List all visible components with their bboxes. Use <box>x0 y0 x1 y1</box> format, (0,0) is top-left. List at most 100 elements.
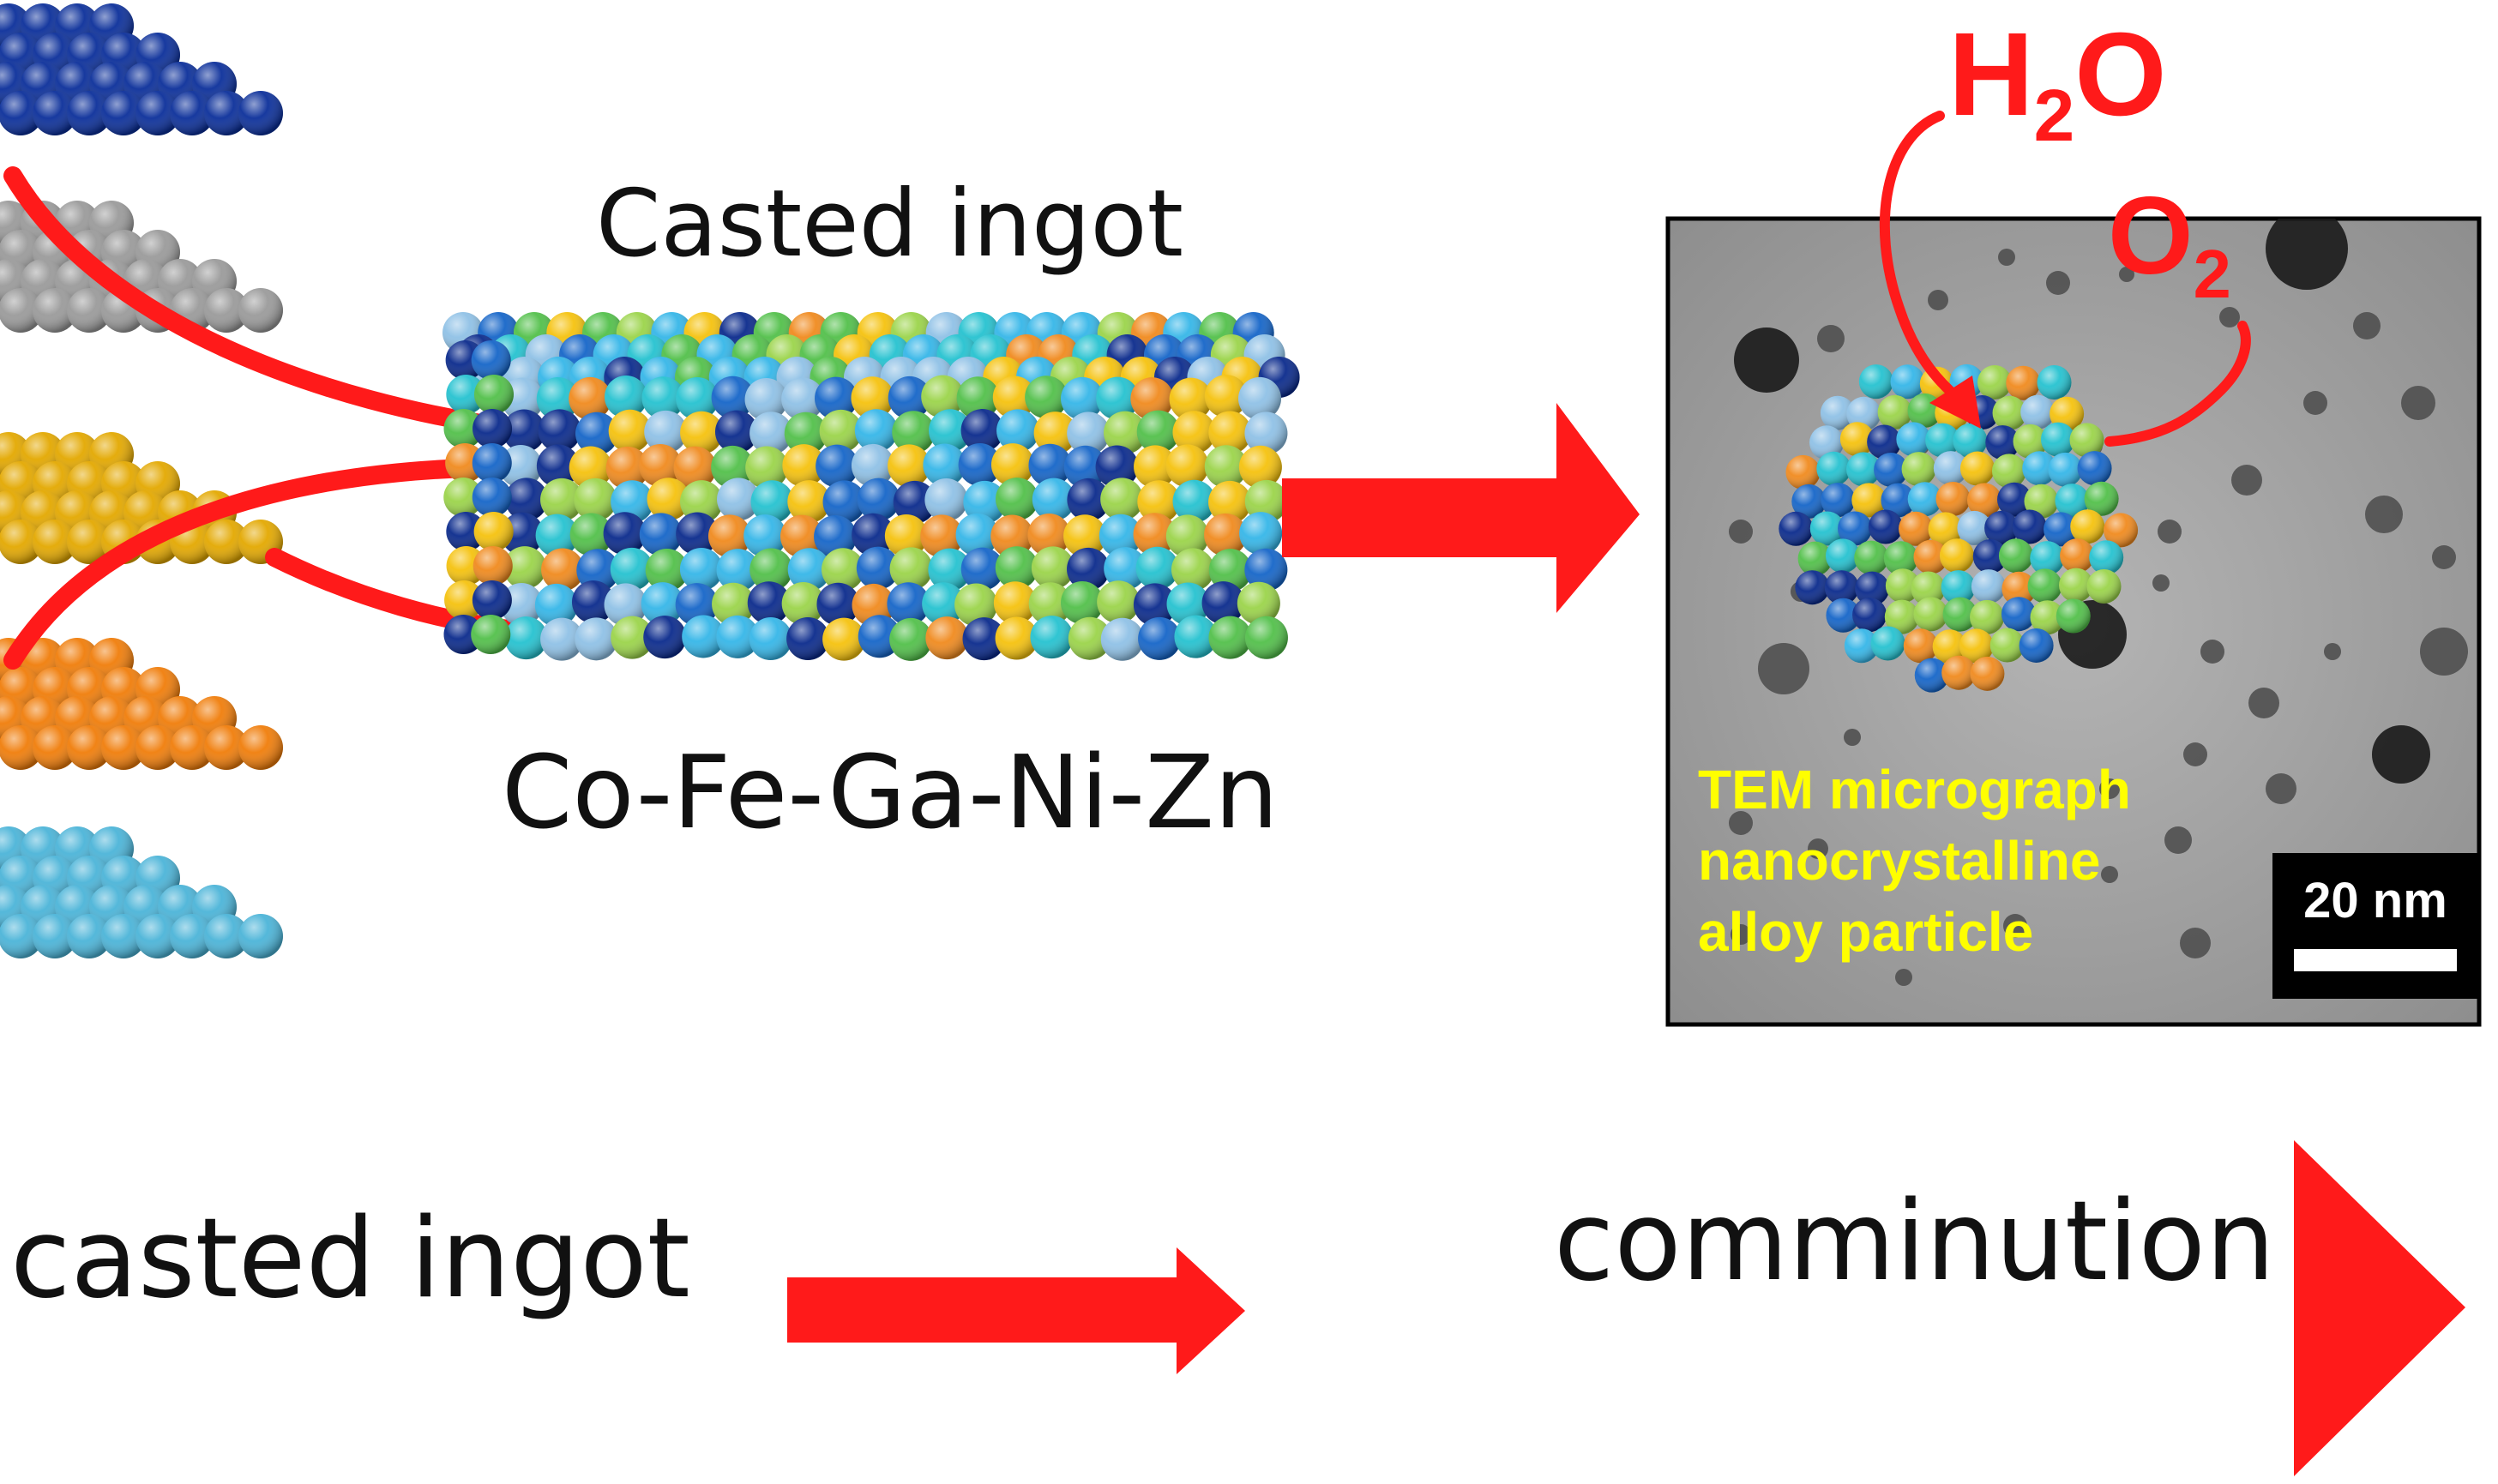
atom-shading <box>2030 600 2065 635</box>
atom-shading <box>2019 628 2054 663</box>
atom-shading <box>716 615 760 658</box>
atom-shading <box>750 480 794 524</box>
atom-shading <box>1932 629 1967 664</box>
atom-shading <box>1100 617 1144 661</box>
atom-shading <box>1201 581 1245 625</box>
tem-precipitate <box>2119 267 2134 282</box>
atom-shading <box>2089 540 2124 575</box>
tem-caption-line: TEM micrograph <box>1698 759 2131 820</box>
atom-shading <box>1901 452 1936 487</box>
o2-label: O2 <box>2108 175 2231 312</box>
atom-shading <box>67 288 111 333</box>
atom-shading <box>500 582 544 626</box>
atom-shading <box>1877 394 1912 430</box>
atom-shading <box>1890 364 1925 400</box>
atom-shading <box>443 478 484 517</box>
atom-shading <box>1096 376 1140 420</box>
tem-precipitate <box>1758 643 1809 694</box>
atom-shading <box>1970 599 2005 634</box>
atom-shading <box>749 548 793 592</box>
atom-shading <box>1239 512 1283 556</box>
atom-shading <box>541 548 585 592</box>
atom-shading <box>569 446 612 490</box>
alloy-formula: Co-Fe-Ga-Ni-Zn <box>502 733 1279 851</box>
atom-shading <box>645 549 689 592</box>
bottom-arrow-comminution <box>2294 1140 2465 1476</box>
atom-shading <box>67 91 111 135</box>
atom-shading <box>0 520 43 564</box>
atom-shading <box>2027 568 2062 604</box>
tem-precipitate <box>2219 307 2240 327</box>
tem-caption-line: alloy particle <box>1698 901 2034 964</box>
atom-shading <box>851 443 894 487</box>
tem-precipitate <box>2266 773 2296 804</box>
reaction-arrows <box>1879 111 2251 447</box>
atom-shading <box>711 376 755 419</box>
atom-shading <box>787 548 831 592</box>
atom-shading <box>473 409 513 448</box>
atom-shading <box>641 376 685 420</box>
atom-shading <box>960 547 1004 591</box>
atom-shading <box>1063 514 1107 558</box>
atom-shading <box>101 725 146 770</box>
atom-shading <box>995 546 1038 590</box>
atom-shading <box>857 478 900 521</box>
atom-shading <box>1033 412 1077 455</box>
atom-shading <box>928 409 972 453</box>
atom-shading <box>889 547 933 591</box>
atom-shading <box>575 412 619 455</box>
atom-shading <box>2040 422 2075 457</box>
atom-shading <box>712 582 755 626</box>
atom-shading <box>928 548 972 592</box>
atom-shading <box>238 91 283 135</box>
atom-shading <box>1970 656 2005 691</box>
atom-shading <box>1966 483 2001 518</box>
tem-precipitate <box>2248 688 2279 718</box>
atom-shading <box>135 91 180 135</box>
atom-shading <box>1972 539 2007 574</box>
atom-shading <box>675 583 719 627</box>
atom-shading <box>1826 598 1861 633</box>
tem-precipitate <box>2372 725 2430 784</box>
atom-shading <box>1941 570 1976 605</box>
atom-shading <box>1030 616 1074 659</box>
atom-shading <box>958 443 1002 487</box>
element-stack <box>0 3 283 135</box>
atom-shading <box>0 725 43 770</box>
atom-shading <box>443 615 484 654</box>
atom-shading <box>1174 615 1218 658</box>
atom-shading <box>1868 509 1903 544</box>
atom-shading <box>1925 423 1960 458</box>
tem-precipitate <box>2432 545 2456 569</box>
scale-bar-label: 20 nm <box>2303 873 2447 928</box>
atom-shading <box>503 409 546 453</box>
atom-shading <box>67 725 111 770</box>
atom-shading <box>1133 513 1177 556</box>
atom-shading <box>1998 538 2033 574</box>
atom-shading <box>1957 510 1992 545</box>
tem-precipitate <box>1895 969 1912 986</box>
atom-shading <box>1237 581 1280 625</box>
atom-shading <box>856 546 900 590</box>
atom-shading <box>1061 376 1105 420</box>
atom-shading <box>2001 597 2036 632</box>
tem-precipitate <box>2365 496 2403 533</box>
atom-shading <box>787 480 831 524</box>
atom-shading <box>822 548 865 592</box>
atom-shading <box>993 581 1037 625</box>
atom-shading <box>1846 452 1881 487</box>
atom-shading <box>2013 424 2048 459</box>
atom-shading <box>33 520 77 564</box>
atom-shading <box>1959 628 1994 664</box>
atom-shading <box>1138 616 1182 660</box>
atom-shading <box>571 580 615 624</box>
atom-shading <box>884 514 928 558</box>
atom-shading <box>1824 570 1859 605</box>
atom-shading <box>33 914 77 958</box>
atom-shading <box>1985 425 2020 460</box>
atom-shading <box>852 513 895 556</box>
atom-shading <box>1851 483 1887 518</box>
atom-shading <box>576 549 620 592</box>
atom-shading <box>2024 484 2059 519</box>
element-stack <box>0 826 283 958</box>
